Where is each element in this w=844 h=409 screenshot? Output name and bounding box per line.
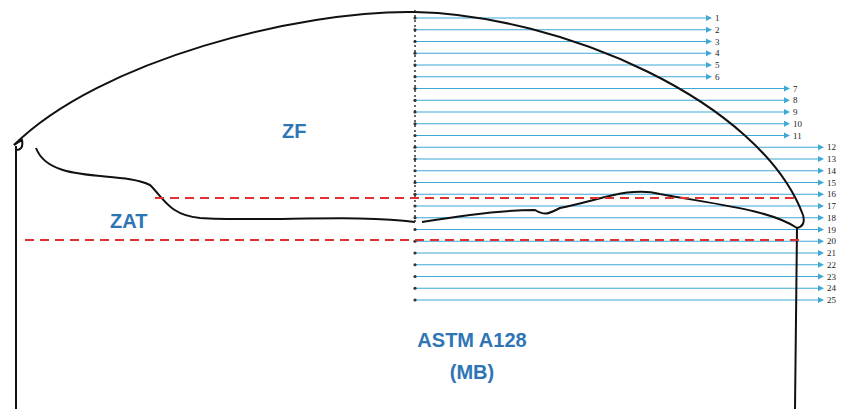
fusion-boundary [36, 148, 415, 222]
callout-number: 22 [827, 260, 836, 270]
callout-number: 21 [827, 248, 836, 258]
callout-number: 6 [715, 72, 720, 82]
arrow-head [818, 285, 824, 291]
measurement-line [415, 264, 819, 265]
measurement-line [415, 205, 819, 206]
arrow-head [784, 97, 790, 103]
start-point [413, 122, 416, 125]
start-point [413, 228, 416, 231]
measurement-line [415, 276, 819, 277]
measurement-line [415, 170, 819, 171]
arrow-head [818, 180, 824, 186]
arrow-head [818, 250, 824, 256]
callout-number: 25 [827, 295, 836, 305]
measurement-line [415, 158, 819, 159]
callout-number: 2 [715, 25, 720, 35]
arrow-head [706, 50, 712, 56]
measurement-line [415, 53, 707, 54]
arrow-head [818, 227, 824, 233]
callout-number: 4 [715, 48, 720, 58]
callout-number: 18 [827, 213, 836, 223]
arrow-head [784, 109, 790, 115]
callout-number: 1 [715, 13, 720, 23]
start-point [413, 263, 416, 266]
arrow-head [706, 39, 712, 45]
measurement-line [415, 17, 707, 18]
measurement-line [415, 88, 785, 89]
callout-number: 19 [827, 225, 836, 235]
measurement-line [415, 288, 819, 289]
measurement-line [415, 41, 707, 42]
center-line [414, 10, 416, 224]
measurement-line [415, 29, 707, 30]
callout-number: 24 [827, 283, 836, 293]
callout-number: 12 [827, 142, 836, 152]
arrow-head [818, 274, 824, 280]
measurement-line [415, 64, 707, 65]
arrow-head [784, 133, 790, 139]
callout-number: 15 [827, 178, 836, 188]
arrow-head [818, 297, 824, 303]
start-point [413, 287, 416, 290]
measurement-line [415, 299, 819, 300]
zone-label: ZF [282, 120, 306, 143]
measurement-line [415, 111, 785, 112]
measurement-line [415, 229, 819, 230]
start-point [413, 298, 416, 301]
arrow-head [706, 62, 712, 68]
plate-edge [795, 215, 804, 409]
callout-number: 7 [793, 84, 798, 94]
callout-number: 16 [827, 189, 836, 199]
callout-number: 23 [827, 272, 836, 282]
arrow-head [706, 27, 712, 33]
haz-limit [25, 239, 800, 241]
callout-number: 10 [793, 119, 802, 129]
arrow-head [818, 191, 824, 197]
callout-number: 13 [827, 154, 836, 164]
arrow-head [818, 203, 824, 209]
callout-number: 20 [827, 236, 836, 246]
material-label: ASTM A128 (MB) [402, 324, 542, 388]
start-point [413, 275, 416, 278]
haz-limit [155, 197, 800, 199]
callout-number: 3 [715, 37, 720, 47]
zone-label: ZAT [110, 210, 147, 233]
callout-number: 5 [715, 60, 720, 70]
callout-number: 8 [793, 95, 798, 105]
start-point [413, 52, 416, 55]
measurement-line [415, 217, 819, 218]
arrow-head [784, 86, 790, 92]
callout-number: 14 [827, 166, 836, 176]
arrow-head [818, 238, 824, 244]
callout-number: 11 [793, 131, 802, 141]
start-point [413, 251, 416, 254]
callout-number: 9 [793, 107, 798, 117]
arrow-head [818, 215, 824, 221]
arrow-head [784, 121, 790, 127]
measurement-line [415, 76, 707, 77]
arrow-head [706, 74, 712, 80]
callout-number: 17 [827, 201, 836, 211]
start-point [413, 87, 416, 90]
weld-bead-outline [14, 12, 803, 215]
measurement-line [415, 100, 785, 101]
arrow-head [818, 144, 824, 150]
arrow-head [818, 262, 824, 268]
arrow-head [706, 15, 712, 21]
plate-edge [15, 146, 17, 409]
measurement-line [415, 252, 819, 253]
measurement-line [415, 182, 819, 183]
arrow-head [818, 168, 824, 174]
arrow-head [818, 156, 824, 162]
measurement-line [415, 135, 785, 136]
